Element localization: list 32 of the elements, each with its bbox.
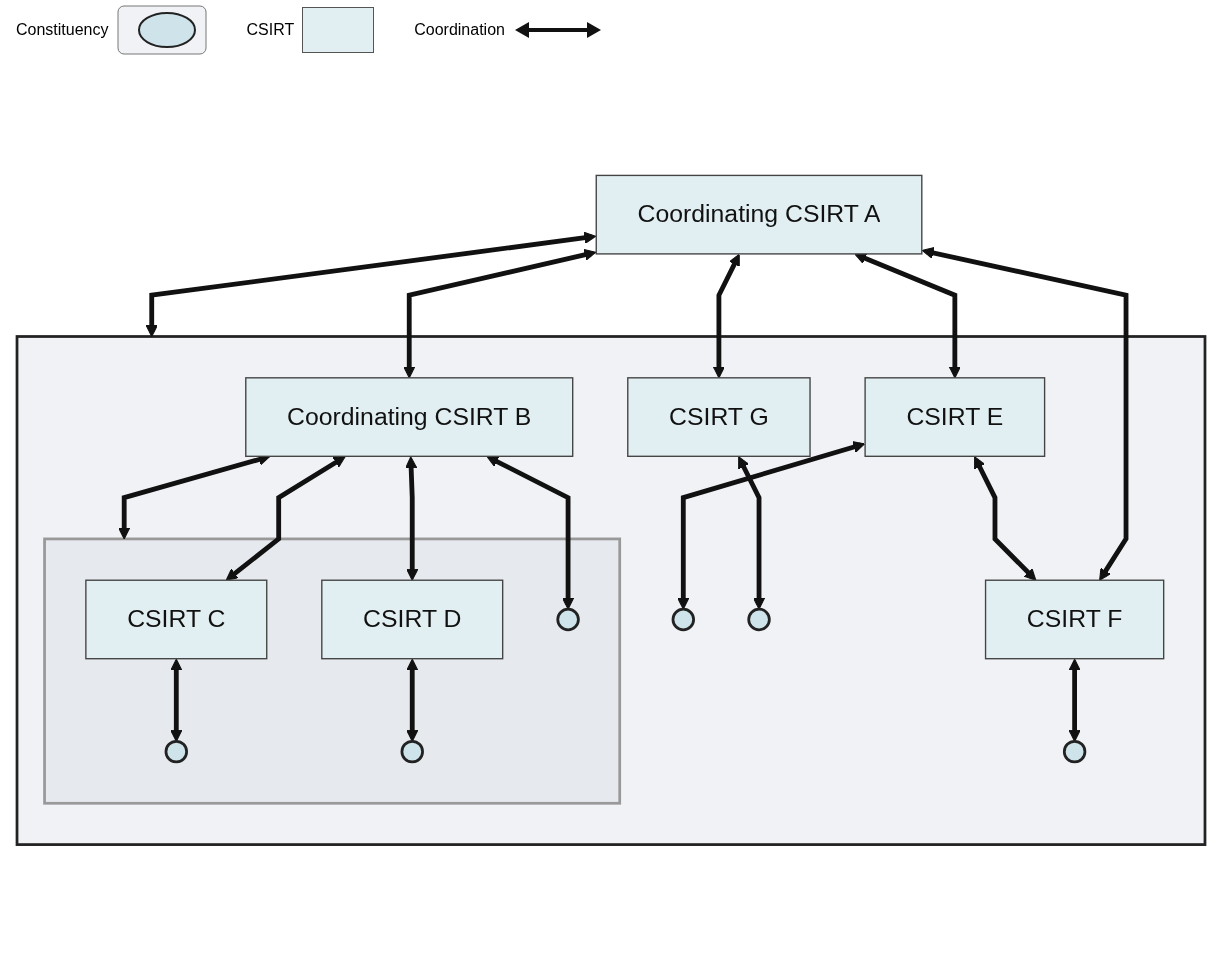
arrow [225,456,346,581]
node-ellipse [747,607,771,632]
arrow [1068,658,1081,742]
arrow [974,456,1037,581]
arrow [854,252,961,379]
cluster [43,537,622,805]
arrow [677,441,866,610]
node-ellipse [1062,739,1087,764]
node-ellipse [400,739,424,764]
arrow [406,658,419,742]
arrow [145,231,597,338]
arrow [403,248,597,379]
node-box: CSIRT E [864,377,1046,457]
arrow [170,658,183,742]
legend-text: Constituency [16,21,109,39]
arrow [405,456,419,581]
arrow [738,456,766,610]
arrow [921,246,1129,581]
arrow [712,253,740,379]
node-box: CSIRT D [321,579,504,660]
node-box: Coordinating CSIRT B [245,377,574,457]
node-box: CSIRT F [984,579,1165,660]
legend-text: CSIRT [246,21,295,39]
node-box: Coordinating CSIRT A [595,174,923,255]
node-box: CSIRT G [627,377,811,457]
node-box: CSIRT C [85,579,268,660]
node-ellipse [556,607,580,632]
node-ellipse [671,607,695,632]
arrow [486,456,575,610]
node-ellipse [164,739,188,764]
cluster [15,335,1207,846]
legend-text: Coordination [414,21,505,39]
